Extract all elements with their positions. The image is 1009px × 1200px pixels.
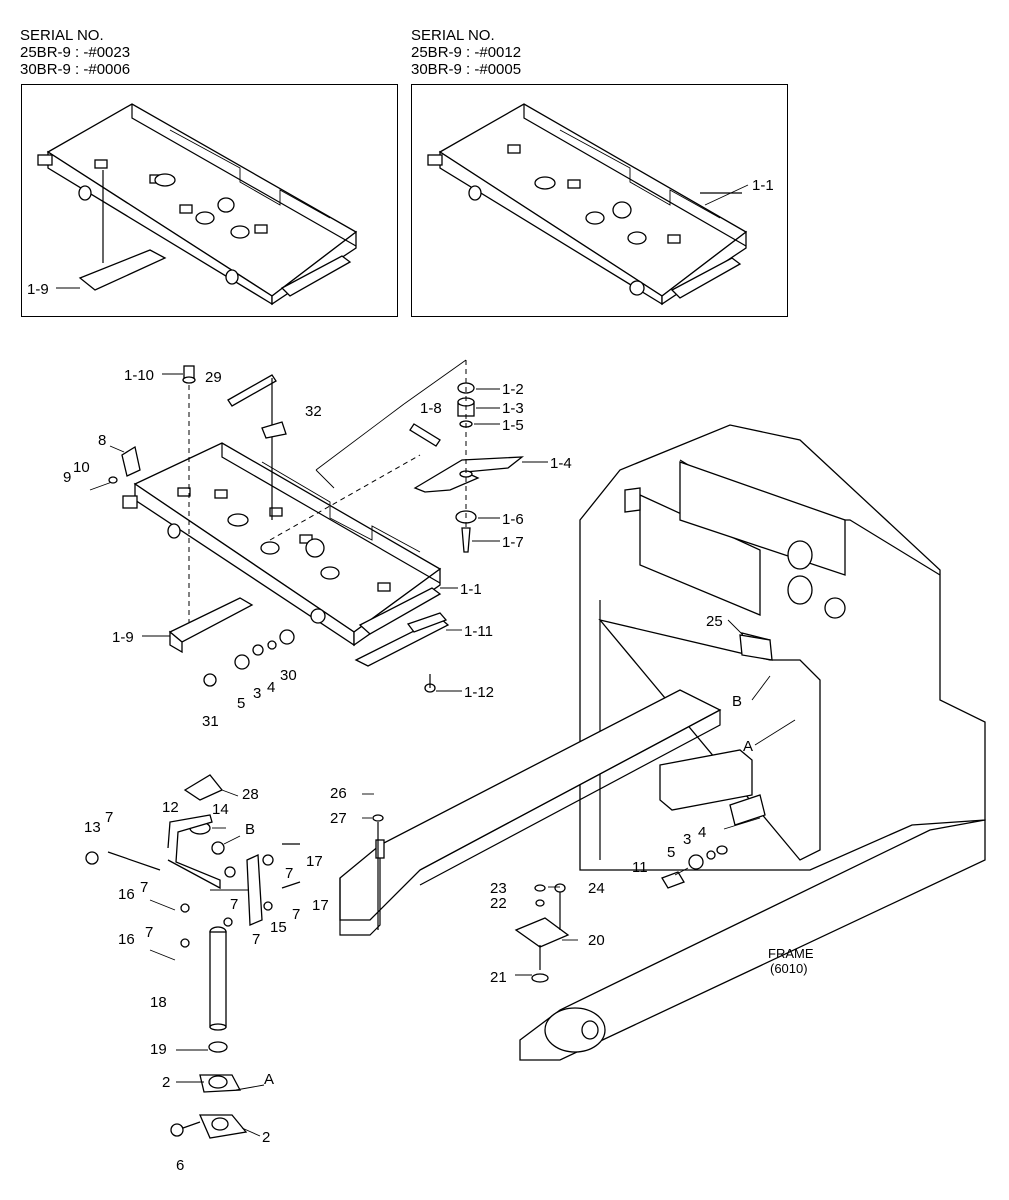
hardware-upper: [89, 365, 287, 630]
callout: 26: [330, 785, 347, 802]
callout: 30: [280, 667, 297, 684]
callout: 3: [683, 831, 691, 848]
callout: 1-11: [464, 623, 493, 640]
serial-line: 25BR-9 : -#0023: [20, 44, 131, 61]
serial-header-right: SERIAL NO. 25BR-9 : -#0012 30BR-9 : -#00…: [411, 27, 521, 78]
callout: 2: [162, 1074, 170, 1091]
callout: 13: [84, 819, 101, 836]
serial-title: SERIAL NO.: [20, 27, 104, 44]
callout: 1-3: [502, 400, 524, 417]
callout: 1-10: [124, 367, 154, 384]
callout: 16: [118, 931, 135, 948]
callout: 10: [73, 459, 90, 476]
bracket-1-9: [168, 597, 254, 643]
frame-body: [579, 424, 986, 871]
callout: 28: [242, 786, 259, 803]
callout: 1-9: [112, 629, 134, 646]
pivot-plate: [269, 359, 525, 553]
serial-header-left: SERIAL NO. 25BR-9 : -#0023 30BR-9 : -#00…: [20, 27, 130, 78]
callout: 3: [253, 685, 261, 702]
callout: A: [264, 1071, 274, 1088]
inset-tray-left: [37, 103, 358, 306]
callout: 1-4: [550, 455, 572, 472]
callout: 4: [267, 679, 275, 696]
callout: 7: [252, 931, 260, 948]
callout: A: [743, 738, 753, 755]
callout: 20: [588, 932, 605, 949]
callout: 1-8: [420, 400, 442, 417]
callout: 21: [490, 969, 507, 986]
callout: 19: [150, 1041, 167, 1058]
serial-line: 30BR-9 : -#0005: [411, 61, 522, 78]
callout: B: [732, 693, 742, 710]
frame-label-code: (6010): [770, 961, 808, 976]
callout: 4: [698, 824, 706, 841]
callout: 7: [292, 906, 300, 923]
serial-line: 25BR-9 : -#0012: [411, 44, 522, 61]
callout-labels: 1-9 1-1 1-10 29 32 1-2 1-3 1-5 1-8 1-4 8…: [27, 177, 814, 1174]
callout: 1-2: [502, 381, 524, 398]
leader-lines: [56, 184, 796, 1137]
callout: 29: [205, 369, 222, 386]
callout: 5: [237, 695, 245, 712]
serial-line: 30BR-9 : -#0006: [20, 61, 131, 78]
inset-tray-right: [427, 103, 748, 306]
callout: 17: [306, 853, 323, 870]
callout: 1-9: [27, 281, 49, 298]
callout: 7: [140, 879, 148, 896]
washer-stack: [203, 629, 436, 693]
callout: 18: [150, 994, 167, 1011]
callout: 32: [305, 403, 322, 420]
callout: 1-1: [752, 177, 774, 194]
callout: 1-1: [460, 581, 482, 598]
callout: 24: [588, 880, 605, 897]
callout: 31: [202, 713, 219, 730]
callout: 22: [490, 895, 507, 912]
callout: 5: [667, 844, 675, 861]
callout: 14: [212, 801, 229, 818]
callout: 16: [118, 886, 135, 903]
callout: 2: [262, 1129, 270, 1146]
callout: 7: [285, 865, 293, 882]
callout: 11: [632, 859, 648, 876]
callout: B: [245, 821, 255, 838]
callout: 27: [330, 810, 347, 827]
callout: 7: [145, 924, 153, 941]
callout: 25: [706, 613, 723, 630]
callout: 17: [312, 897, 329, 914]
main-tray: [122, 442, 450, 667]
callout: 7: [105, 809, 113, 826]
frame-label-name: FRAME: [768, 946, 814, 961]
callout: 15: [270, 919, 287, 936]
callout: 23: [490, 880, 507, 897]
callout: 9: [63, 469, 71, 486]
callout: 1-5: [502, 417, 524, 434]
callout: 8: [98, 432, 106, 449]
serial-title: SERIAL NO.: [411, 27, 495, 44]
callout: 1-12: [464, 684, 494, 701]
callout: 7: [230, 896, 238, 913]
callout: 1-7: [502, 534, 524, 551]
frame-hardware: [372, 634, 773, 983]
callout: 6: [176, 1157, 184, 1174]
frame-rail: [339, 689, 986, 1061]
callout: 12: [162, 799, 179, 816]
linkage-assembly: [85, 774, 301, 1139]
callout: 1-6: [502, 511, 524, 528]
